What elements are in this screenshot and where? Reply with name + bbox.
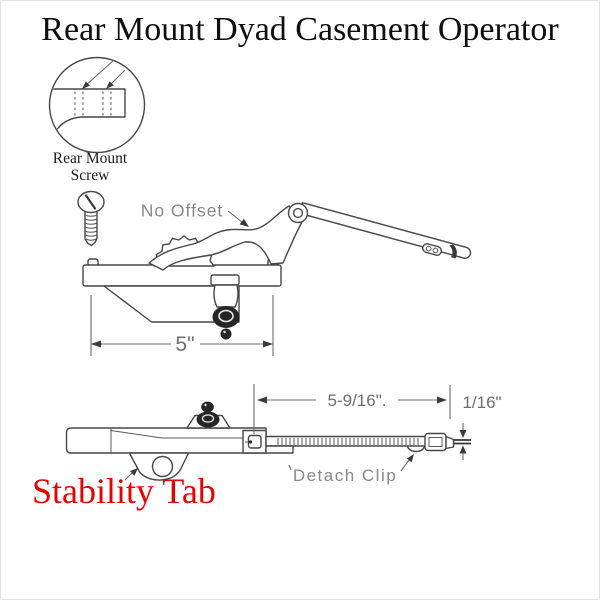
operator-base-bar bbox=[82, 264, 282, 287]
tick-mark bbox=[288, 464, 292, 471]
detach-clip-arrow bbox=[400, 454, 414, 472]
rear-mount-screw-icon bbox=[77, 190, 105, 247]
stability-tab-label: Stability Tab bbox=[32, 471, 216, 511]
detach-clip-label: Detach Clip bbox=[293, 466, 397, 485]
rod-step bbox=[265, 445, 294, 454]
pivot-dot bbox=[248, 440, 253, 444]
width-dimension: 5" bbox=[90, 295, 274, 356]
rod-connector-inner bbox=[428, 437, 443, 447]
folded-crank-knob bbox=[196, 411, 220, 428]
link-arm-end-band bbox=[449, 244, 457, 259]
rear-mount-screw-label-line1: Rear Mount bbox=[52, 150, 128, 167]
screw-slot bbox=[84, 194, 97, 210]
folded-arm-edge bbox=[110, 430, 163, 439]
knob-glint bbox=[223, 330, 226, 334]
page-title: Rear Mount Dyad Casement Operator bbox=[41, 11, 559, 48]
link-arm-slot bbox=[422, 243, 443, 256]
gap-dim-text: 1/16" bbox=[462, 393, 501, 412]
arm-length-dimension: 5-9/16". bbox=[253, 384, 451, 434]
folded-operator-body bbox=[65, 427, 267, 454]
crank-knob-ring bbox=[218, 309, 234, 323]
stability-tab-arrow bbox=[124, 468, 138, 481]
rear-mount-screw-label-line2: Screw bbox=[70, 166, 110, 184]
width-dim-text: 5" bbox=[175, 333, 194, 356]
screw-hole-dashed-lines bbox=[74, 91, 112, 116]
link-arm bbox=[298, 202, 472, 259]
inset-detail-circle bbox=[48, 56, 146, 154]
arm-length-dim-text: 5-9/16". bbox=[328, 391, 387, 410]
folded-knob-ball bbox=[201, 401, 214, 413]
upper-operator-diagram: No Offset 5" bbox=[82, 201, 472, 356]
rear-mount-screw-label: Rear Mount Screw bbox=[31, 150, 149, 184]
gear-housing bbox=[103, 285, 240, 323]
crank-knob bbox=[212, 306, 240, 328]
crank-stub bbox=[213, 284, 239, 308]
inset-circle-outline bbox=[48, 56, 146, 154]
stability-tab-hole bbox=[151, 455, 174, 478]
screw-hole-arrow-right bbox=[106, 69, 126, 89]
no-offset-label: No Offset bbox=[141, 201, 224, 221]
rod-tip bbox=[445, 435, 455, 450]
gap-dimension: 1/16" bbox=[454, 393, 502, 460]
elbow-joint-pin bbox=[292, 207, 304, 219]
screw-hole-arrow-left bbox=[82, 59, 115, 89]
folded-knob-ring bbox=[201, 414, 215, 423]
lower-operator-diagram: 5-9/16". 1/16" Detach Clip bbox=[65, 384, 502, 485]
no-offset-arrow bbox=[227, 210, 249, 227]
crank-knob-ball bbox=[220, 328, 232, 340]
crank-stub-lip bbox=[210, 274, 240, 286]
screw-threads bbox=[84, 214, 98, 241]
rod-connector bbox=[424, 432, 447, 452]
folded-knob-glint bbox=[204, 403, 207, 407]
rod-threads bbox=[277, 438, 419, 445]
